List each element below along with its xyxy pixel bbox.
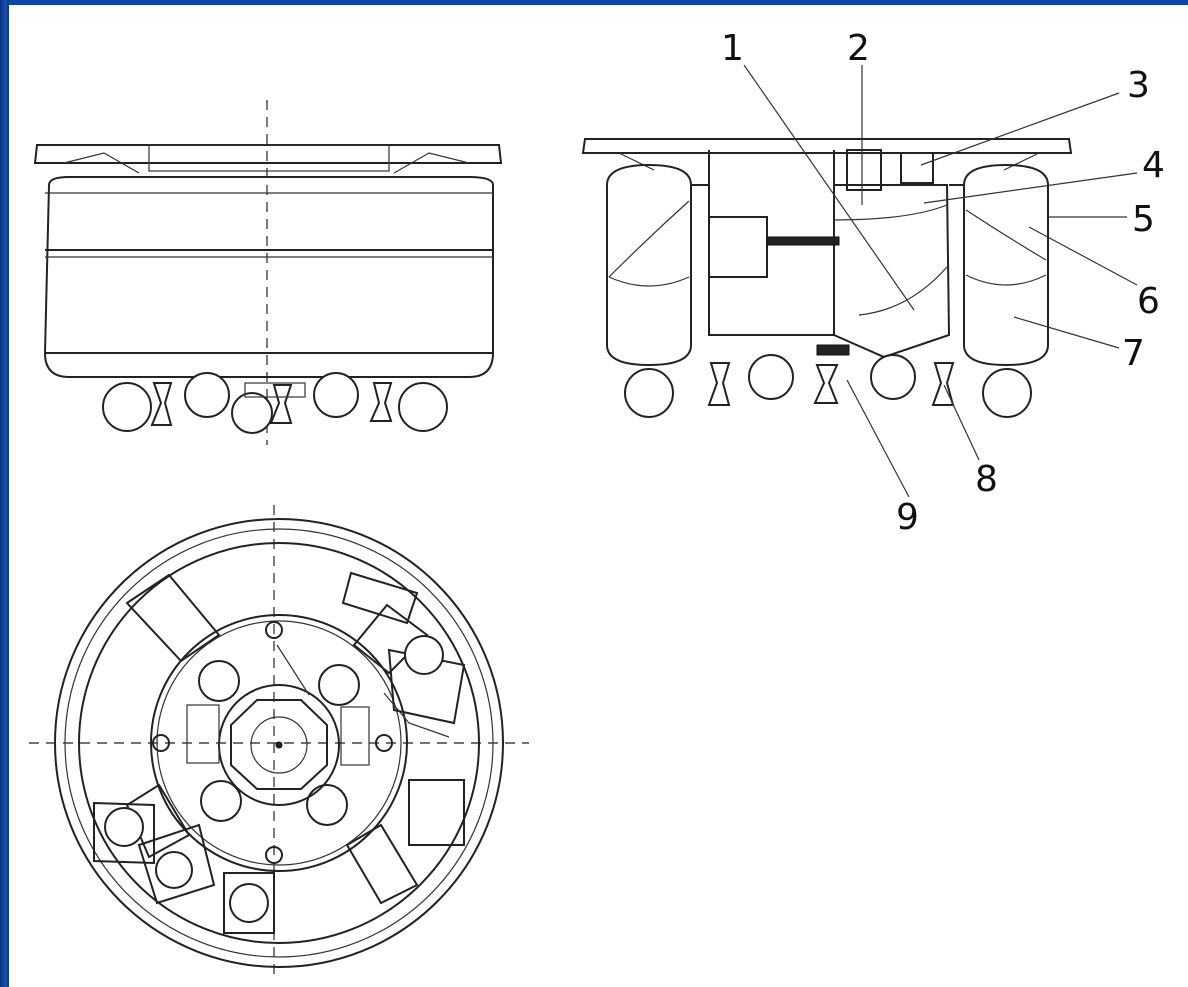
plan-inner-sphere xyxy=(318,664,360,706)
callout-3: 3 xyxy=(1127,65,1150,106)
plan-fitting xyxy=(265,621,283,639)
callout-6: 6 xyxy=(1137,281,1160,322)
section-nozzle xyxy=(707,362,731,406)
right-tank xyxy=(963,163,1049,367)
callout-2: 2 xyxy=(847,28,870,69)
technical-drawing: 1 2 3 4 5 6 7 8 9 xyxy=(29,28,1165,980)
central-tank xyxy=(833,184,951,359)
callout-4: 4 xyxy=(1142,145,1165,186)
plan-panel-sphere xyxy=(155,851,193,889)
plan-central-hub xyxy=(230,699,328,790)
plan-fitting xyxy=(375,734,393,752)
plan-panel-sphere xyxy=(404,635,444,675)
side-view-nozzle xyxy=(269,384,293,424)
side-elevation-view xyxy=(33,100,503,445)
plan-fitting xyxy=(152,734,170,752)
side-view-nozzle xyxy=(369,382,393,422)
drawing-canvas: 1 2 3 4 5 6 7 8 9 xyxy=(9,5,1188,987)
plan-inner-sphere xyxy=(200,780,242,822)
side-view-sphere xyxy=(313,372,359,418)
callout-leaders xyxy=(743,64,1138,498)
plan-panel-sphere xyxy=(104,807,144,847)
plan-panel xyxy=(352,603,429,675)
plan-inner-sphere xyxy=(198,660,240,702)
central-tank-lower-dome xyxy=(858,266,948,316)
plan-panel xyxy=(93,801,155,865)
plan-hub-center xyxy=(275,741,283,749)
leader-7 xyxy=(1013,316,1120,349)
side-view-sphere xyxy=(184,372,230,418)
component-3 xyxy=(900,152,934,184)
plan-panel xyxy=(125,573,221,663)
section-nozzle-9 xyxy=(813,364,839,404)
plan-panel xyxy=(223,872,275,934)
section-sphere xyxy=(982,368,1032,418)
plan-rim xyxy=(78,542,480,944)
section-sphere xyxy=(624,368,674,418)
section-sphere xyxy=(870,354,916,400)
side-view-sphere xyxy=(231,392,273,434)
leader-4 xyxy=(923,172,1138,204)
bottom-plan-view xyxy=(29,505,529,980)
plan-inner-ring xyxy=(150,614,408,872)
section-struts xyxy=(618,152,1040,171)
left-tank-diaphragm xyxy=(608,200,690,278)
plan-hub-inner xyxy=(250,716,308,774)
leader-8 xyxy=(943,384,980,461)
plan-panel xyxy=(345,823,419,905)
central-beam xyxy=(766,236,840,246)
callout-8: 8 xyxy=(975,459,998,500)
callout-labels: 1 2 3 4 5 6 7 8 9 xyxy=(721,28,1165,538)
component-2 xyxy=(846,149,882,191)
side-view-sphere xyxy=(102,382,152,432)
plan-outer-ring xyxy=(54,518,504,968)
section-top-plate xyxy=(581,138,1073,154)
thruster-bracket xyxy=(816,344,850,356)
right-tank-baffle xyxy=(965,274,1047,286)
right-tank-diaphragm xyxy=(965,209,1047,261)
side-view-sphere xyxy=(398,382,448,432)
central-tank-upper-dome xyxy=(833,204,948,221)
plan-outer-ring-inner xyxy=(64,528,494,958)
plan-pipes xyxy=(276,644,450,738)
equipment-box xyxy=(708,216,768,278)
plan-equipment xyxy=(186,704,220,764)
section-sphere xyxy=(748,354,794,400)
left-tank-baffle xyxy=(608,276,690,287)
side-view-top-box xyxy=(148,144,390,172)
leader-6 xyxy=(1028,226,1138,286)
left-tank xyxy=(606,163,692,367)
plan-panel xyxy=(341,571,419,625)
callout-1: 1 xyxy=(721,28,744,69)
leader-3 xyxy=(920,92,1120,166)
plan-inner-sphere xyxy=(306,784,348,826)
plan-panel xyxy=(137,823,216,905)
callout-5: 5 xyxy=(1132,199,1155,240)
side-view-body xyxy=(43,176,494,378)
plan-panel-sphere xyxy=(229,883,269,923)
plan-panel xyxy=(125,783,191,859)
leader-9 xyxy=(846,379,910,498)
plan-equipment xyxy=(340,706,370,766)
plan-inner-ring-inner xyxy=(156,620,402,866)
callout-7: 7 xyxy=(1122,333,1145,374)
side-view-struts xyxy=(63,152,470,174)
side-view-nozzle xyxy=(150,382,173,426)
callout-9: 9 xyxy=(896,497,919,538)
plan-panel xyxy=(408,779,465,846)
section-view xyxy=(581,138,1073,418)
side-view-bottom-bracket xyxy=(244,382,306,398)
plan-fitting xyxy=(265,846,283,864)
leader-1 xyxy=(743,64,915,311)
